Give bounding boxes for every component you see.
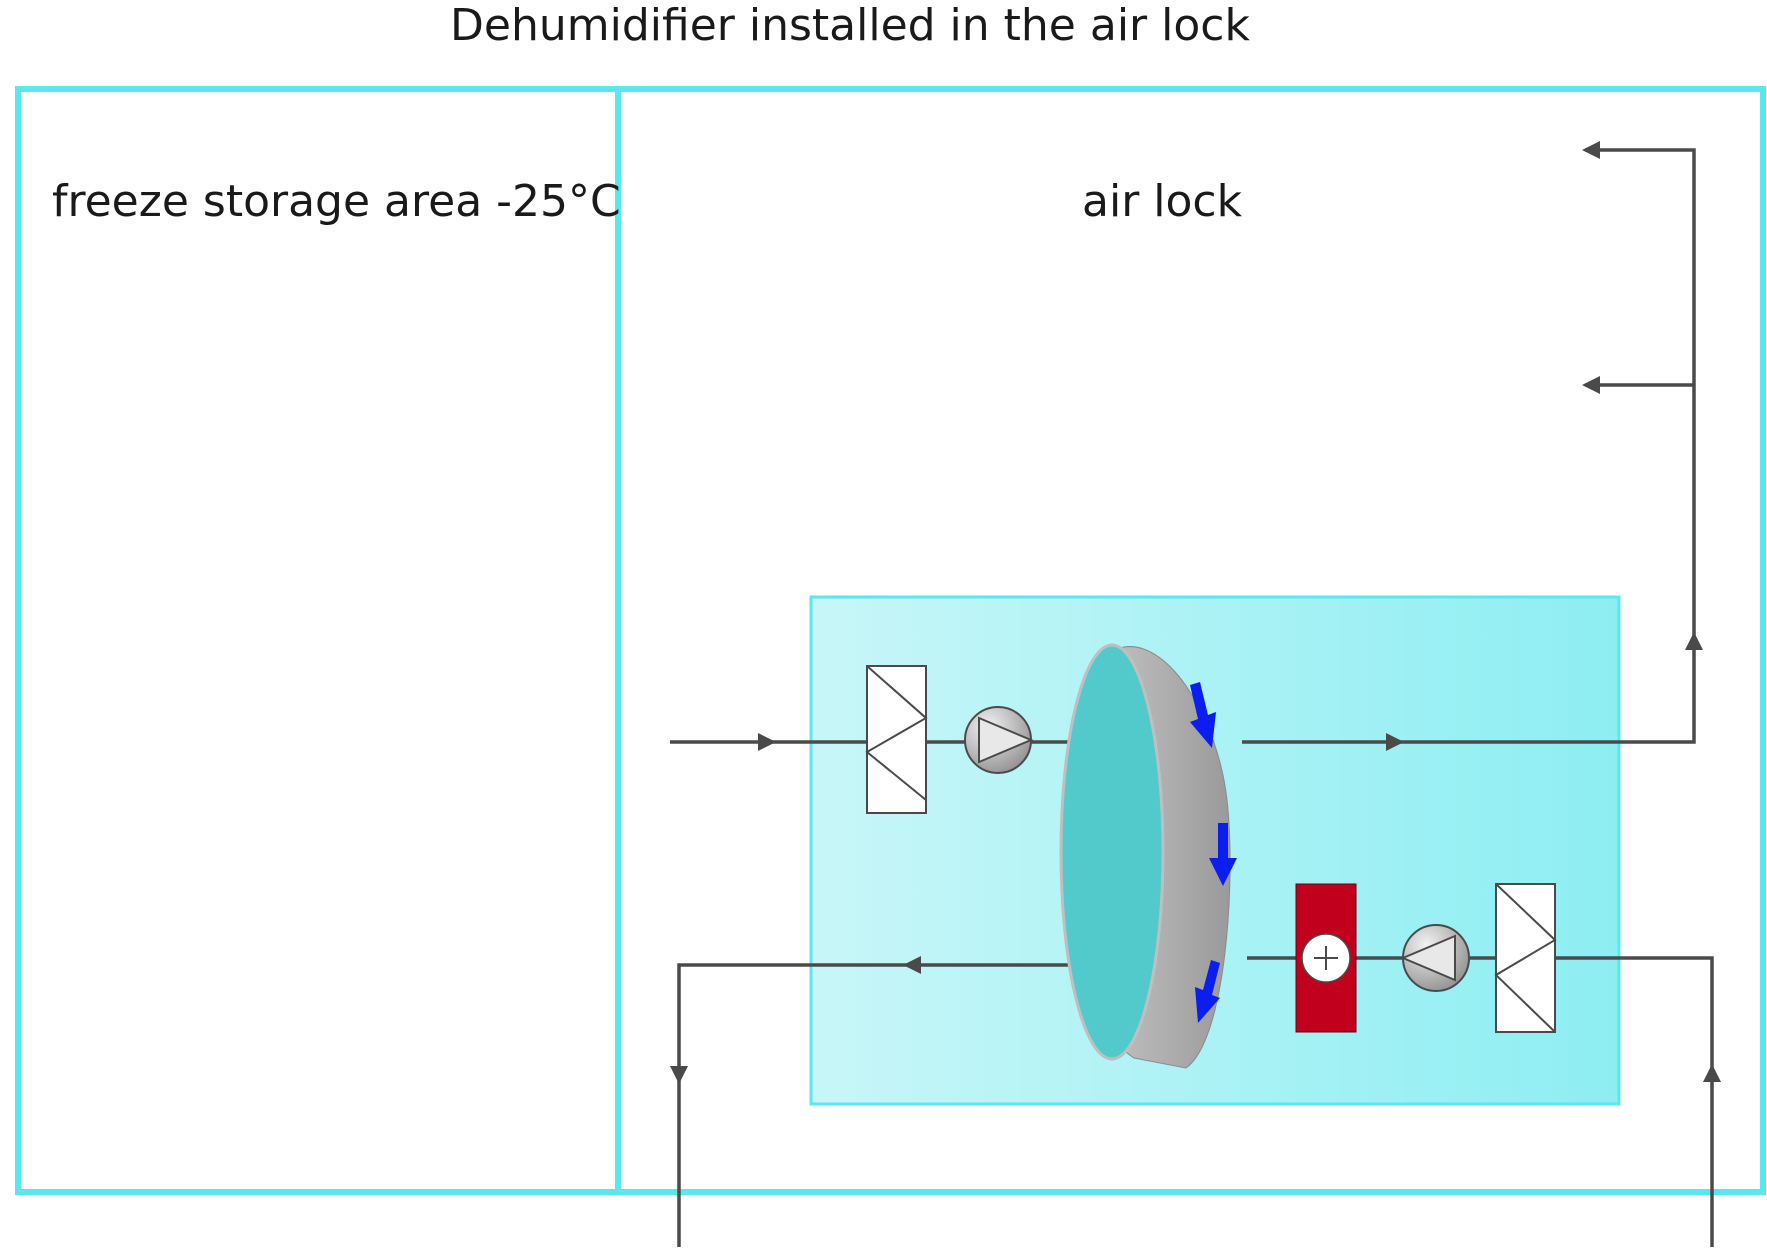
return-down-arrow-icon (670, 1066, 688, 1084)
supply-left-arrow-icon (1582, 141, 1600, 159)
flow-arrows (670, 141, 1721, 1084)
air-lock-label: air lock (1082, 176, 1243, 227)
inlet-arrow-icon (758, 733, 776, 751)
regen-up-arrow-icon (1703, 1064, 1721, 1082)
return-left-arrow-icon (903, 956, 921, 974)
heater-icon (1295, 883, 1357, 1033)
ducts (670, 148, 1714, 1247)
regen-fan-icon (1400, 924, 1470, 992)
supply-left-arrow-icon-2 (1582, 376, 1600, 394)
outlet-arrow-icon (1386, 733, 1404, 751)
regen-filter-icon (1494, 883, 1557, 1033)
diagram-title: Dehumidifier installed in the air lock (450, 0, 1250, 51)
fan-icon (964, 706, 1034, 774)
freeze-storage-label: freeze storage area -25°C (52, 176, 621, 227)
building-outline (15, 86, 1766, 1195)
rotation-arrows-icon (1190, 682, 1237, 1023)
supply-up-arrow-icon (1685, 632, 1703, 650)
desiccant-wheel-icon (1059, 643, 1237, 1069)
filter-icon (865, 665, 928, 814)
